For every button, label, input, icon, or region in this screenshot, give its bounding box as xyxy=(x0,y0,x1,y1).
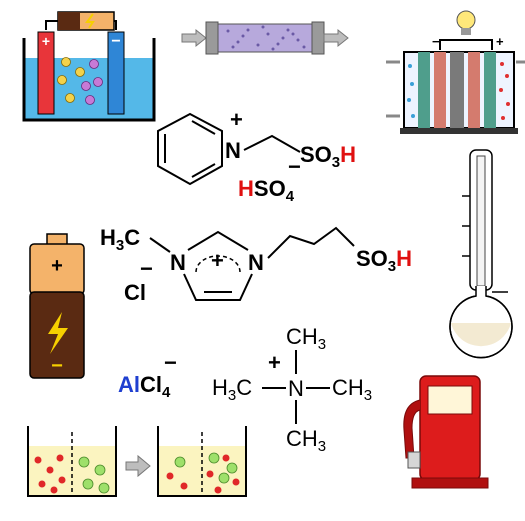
ring-double-bond xyxy=(191,120,216,135)
small-bolt-icon xyxy=(85,13,95,29)
methyl-group: H3C xyxy=(100,225,140,254)
light-bulb-icon xyxy=(456,10,476,30)
hydrogensulfate-charge: − xyxy=(288,154,301,179)
pyridinium-structure: N + SO3H HSO4 − xyxy=(157,107,356,205)
ammonium-charge: + xyxy=(268,350,281,375)
imidazolium-top-bonds xyxy=(187,230,249,251)
filter-media-dots xyxy=(226,25,306,51)
aluminate-formula: AlCl4 xyxy=(118,372,171,401)
filter-cap-right xyxy=(311,21,325,55)
right-methyl: CH3 xyxy=(332,375,372,404)
fuel-cell-minus: − xyxy=(432,34,440,49)
bottom-methyl: CH3 xyxy=(286,426,326,455)
tetrachloroaluminate-anion: AlCl4 − xyxy=(118,350,177,401)
outlet-arrow-icon xyxy=(323,28,349,48)
battery-minus-label: − xyxy=(51,355,63,377)
imidazolium-bottom-bonds xyxy=(183,273,253,301)
anode-plus-label: + xyxy=(42,33,50,49)
anode-electrode xyxy=(37,31,55,115)
battery-icon: + − xyxy=(29,233,85,379)
small-battery-cap xyxy=(58,12,80,30)
methyl-bond xyxy=(149,237,171,253)
cathode-catalyst xyxy=(468,52,480,128)
condenser-ports xyxy=(462,195,470,257)
anode-plate xyxy=(418,52,430,128)
pump-nozzle xyxy=(407,451,421,469)
oxygen-dots xyxy=(499,62,510,120)
membrane-filter-icon xyxy=(181,21,349,55)
pyridine-ring xyxy=(157,112,223,186)
propyl-chain xyxy=(267,226,355,259)
cation-dots xyxy=(81,59,103,105)
wire-right xyxy=(114,20,117,30)
battery-bottom-half xyxy=(29,291,85,379)
anion-dots xyxy=(57,57,85,103)
beaker-1-red-particles xyxy=(34,454,66,494)
fuel-cell-base xyxy=(400,128,518,134)
lightning-bolt-icon xyxy=(48,312,68,354)
hydrogensulfate-anion: HSO4 xyxy=(238,176,295,205)
ring-double-bond xyxy=(191,163,216,178)
left-methyl: H3C xyxy=(212,375,252,404)
pump-display xyxy=(427,385,473,415)
tetramethylammonium-structure: CH3 + H3C N CH3 CH3 xyxy=(212,324,372,455)
fuel-pump-icon xyxy=(403,375,489,489)
imidazolium-n3: N xyxy=(248,250,264,275)
beaker-outline xyxy=(22,38,156,122)
beaker-2-red-particles xyxy=(166,454,240,494)
pump-hose xyxy=(403,399,421,459)
flask-liquid xyxy=(451,323,511,347)
fuel-cell-plus: + xyxy=(496,34,504,49)
chloride-charge: − xyxy=(140,256,153,281)
delocalized-charge-arc xyxy=(195,255,241,273)
imidazolium-n1: N xyxy=(170,250,186,275)
pyridinium-so3: SO3H xyxy=(300,142,356,171)
membrane-layer xyxy=(450,52,464,128)
inner-tube xyxy=(476,155,486,287)
battery-plus-label: + xyxy=(51,255,63,277)
flask-outline xyxy=(449,295,513,359)
beaker-1-green-particles xyxy=(78,456,110,494)
imidazolium-structure: H3C N N + SO3H Cl − xyxy=(100,225,412,305)
bulb-base xyxy=(461,28,471,35)
electrolysis-cell-icon: + − xyxy=(22,11,156,122)
phase-transfer-beakers-icon xyxy=(27,426,247,497)
top-methyl: CH3 xyxy=(286,324,326,353)
fuel-cell-icon: − + xyxy=(386,10,525,134)
ethyl-chain xyxy=(243,134,301,153)
pump-base xyxy=(411,477,489,489)
beaker-2-green-particles xyxy=(174,452,238,484)
cathode-plate xyxy=(484,52,496,128)
imidazolium-so3: SO3H xyxy=(356,246,412,275)
ammonium-nitrogen: N xyxy=(288,376,304,401)
fuel-cell-wire xyxy=(439,39,493,50)
pyridinium-charge: + xyxy=(230,107,243,132)
inlet-arrow-icon xyxy=(181,28,207,48)
filter-cap-left xyxy=(205,21,219,55)
imidazolium-charge: + xyxy=(211,248,224,273)
pyridinium-nitrogen: N xyxy=(225,138,241,163)
hydrogen-dots xyxy=(407,64,415,118)
aluminate-charge: − xyxy=(164,350,177,375)
cathode-electrode xyxy=(107,31,125,115)
cathode-minus-label: − xyxy=(111,33,120,50)
anode-catalyst xyxy=(434,52,446,128)
wire-left xyxy=(45,20,58,30)
transfer-arrow-icon xyxy=(125,454,151,478)
chloride-anion: Cl xyxy=(124,280,146,305)
round-bottom-flask xyxy=(449,286,513,359)
distillation-flask-icon xyxy=(449,149,513,359)
